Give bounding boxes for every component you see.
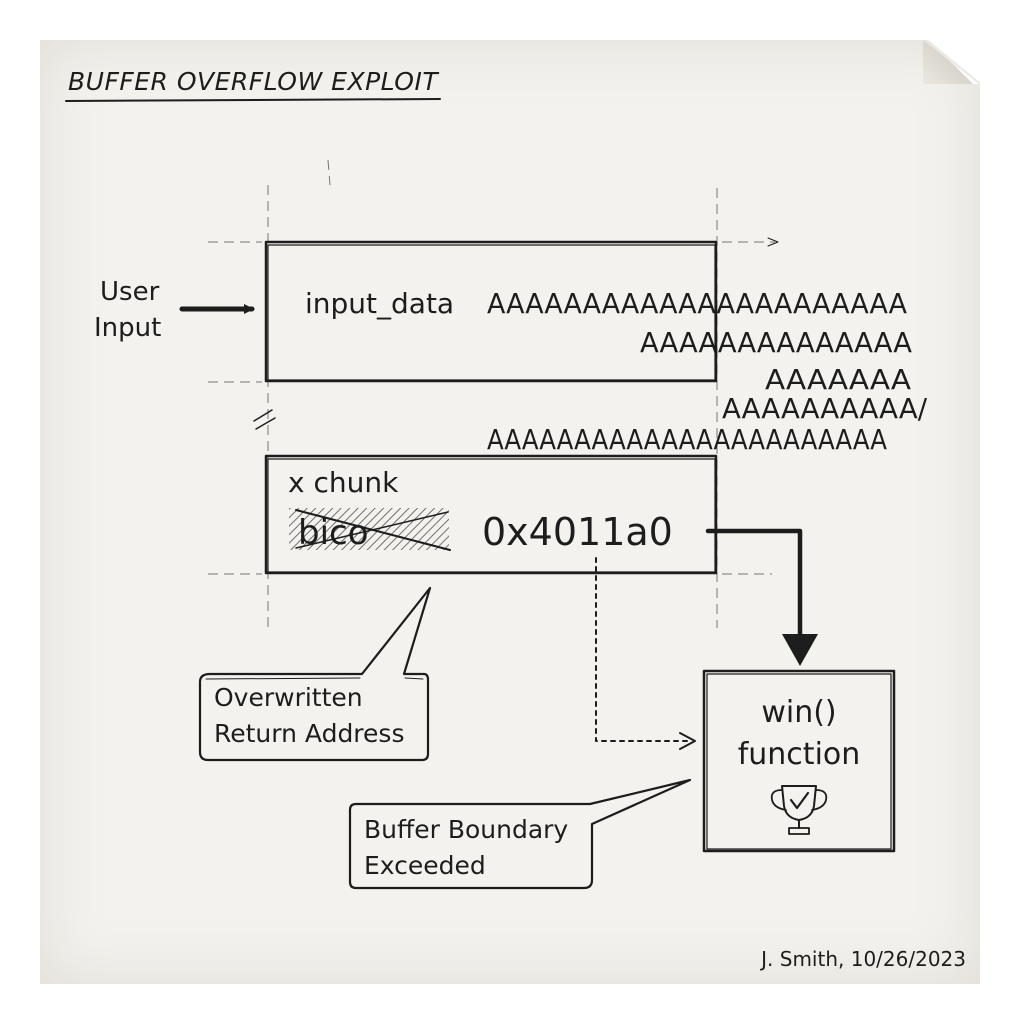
win-function-box <box>702 669 896 853</box>
paper-sheet <box>40 40 980 984</box>
jump-arrow-line <box>705 528 803 653</box>
buffer-variable-name: input_data <box>305 287 454 320</box>
win-function-label: function <box>738 737 861 772</box>
jump-arrowhead-icon <box>782 634 818 666</box>
strike-line-2 <box>295 511 449 549</box>
callout-buffer-boundary <box>348 778 692 890</box>
signature-date: J. Smith, 10/26/2023 <box>759 947 966 971</box>
trophy-icon <box>770 785 828 835</box>
dotted-arrowhead-icon <box>679 732 696 750</box>
guide-arrow-icon <box>767 237 779 247</box>
guide-lines <box>208 159 775 632</box>
callout-return-line2: Return Address <box>214 719 404 748</box>
overflow-line-5: AAAAAAAAAAAAAAAAAAAAAAA <box>487 423 887 456</box>
callout-boundary-line2: Exceeded <box>364 851 486 880</box>
diagram-title: BUFFER OVERFLOW EXPLOIT <box>68 67 439 96</box>
win-function-name: win() <box>761 695 836 730</box>
buffer-box <box>264 240 718 383</box>
overflow-line-1: AAAAAAAAAAAAAAAAAAAAAA <box>487 287 907 320</box>
callout-return-line1: Overwritten <box>214 683 363 712</box>
overflow-line-2: AAAAAAAAAAAAAA <box>640 326 912 359</box>
overflow-line-4: AAAAAAAAAA/ <box>722 392 928 425</box>
return-address-value: 0x4011a0 <box>482 510 673 554</box>
stack-chunk-box <box>264 454 718 575</box>
callout-return-address <box>198 586 432 762</box>
user-input-label-line1: User <box>100 277 160 307</box>
chunk-label: x chunk <box>288 466 399 499</box>
user-input-label-line2: Input <box>94 313 161 343</box>
dotted-arrow-line <box>595 557 689 742</box>
stack-break-mark <box>253 409 276 430</box>
callout-boundary-line1: Buffer Boundary <box>364 815 568 844</box>
overflow-line-3: AAAAAAA <box>765 363 911 396</box>
title-underline <box>65 98 441 102</box>
